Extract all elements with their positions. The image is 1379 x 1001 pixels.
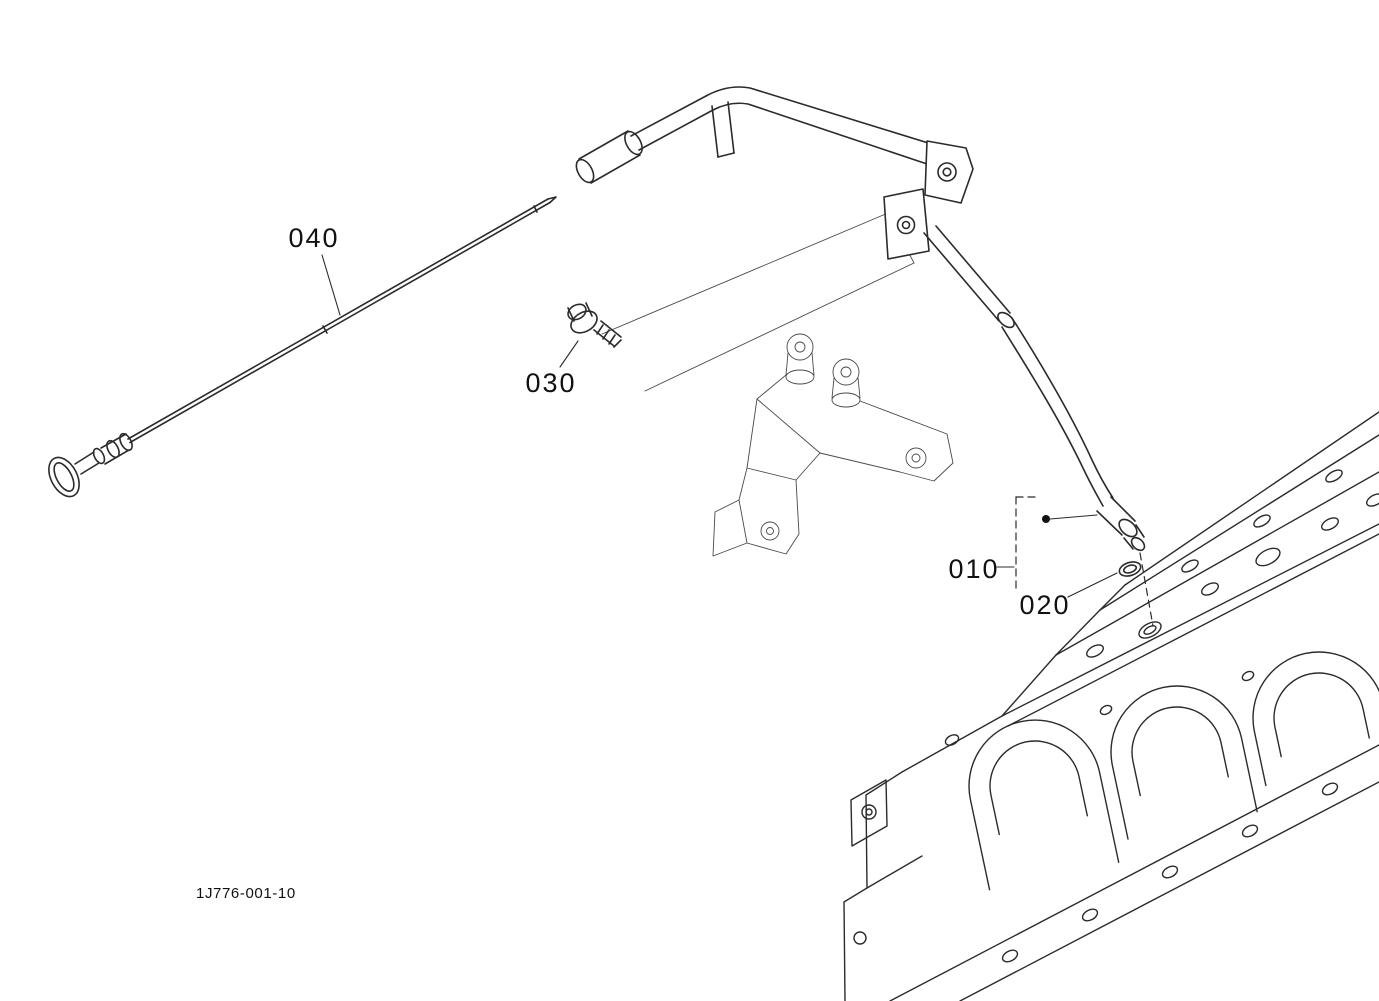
callout-040: 040 bbox=[288, 223, 339, 253]
guide-tube-010 bbox=[575, 86, 1146, 552]
callout-010: 010 bbox=[948, 554, 999, 584]
reference-plane-lines bbox=[601, 212, 915, 392]
assembly-point-dot bbox=[1042, 515, 1050, 523]
dipstick-040 bbox=[48, 196, 557, 498]
insertion-centerline bbox=[1139, 552, 1154, 627]
o-ring-020 bbox=[1118, 561, 1142, 577]
drawing-number: 1J776-001-10 bbox=[196, 885, 296, 902]
callout-leaders bbox=[321, 254, 1118, 598]
bolt-030 bbox=[567, 302, 622, 348]
engine-block bbox=[843, 411, 1379, 1001]
callout-020: 020 bbox=[1019, 590, 1070, 620]
callout-030: 030 bbox=[525, 368, 576, 398]
mount-boss-ghost bbox=[712, 333, 954, 557]
